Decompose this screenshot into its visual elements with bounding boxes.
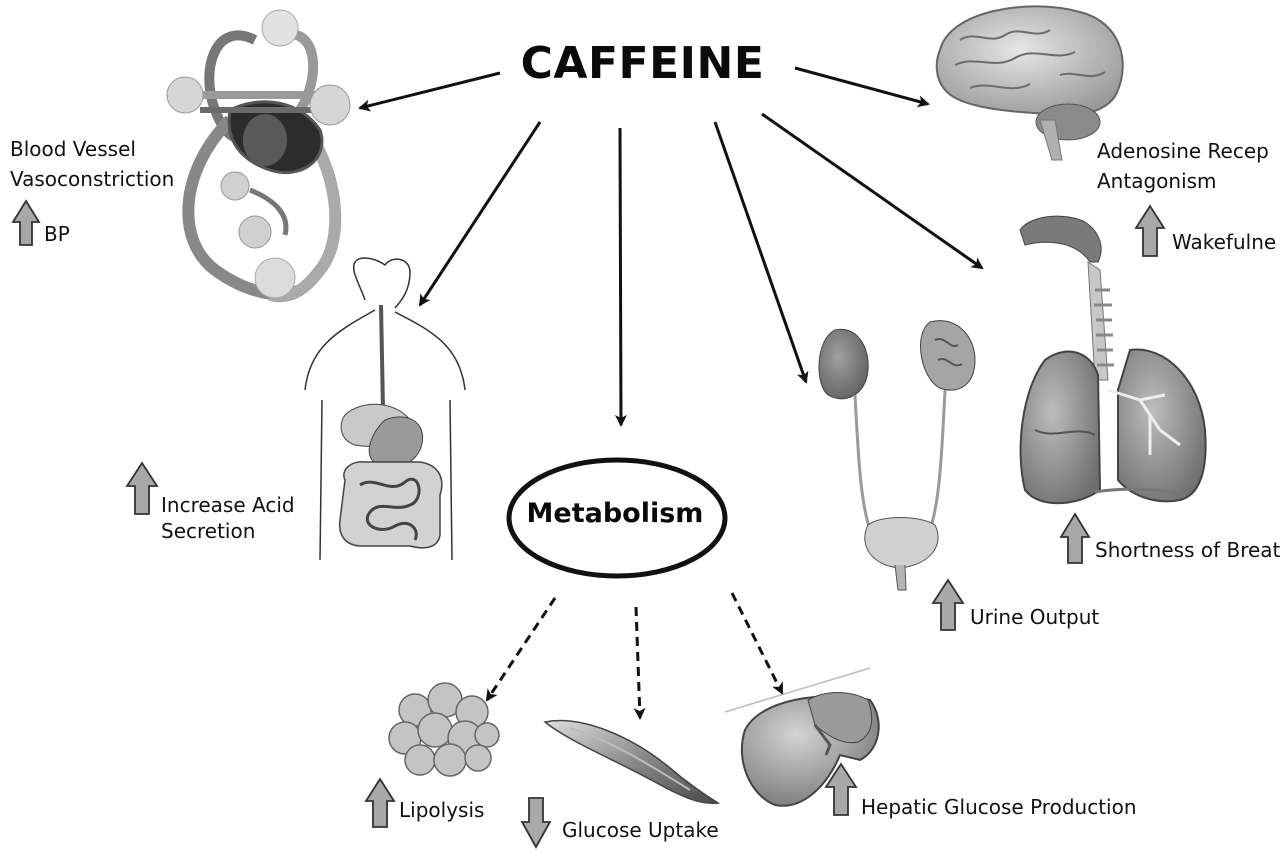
wakefulness-label: Wakefulne: [1172, 230, 1277, 254]
arrow-to-cardio: [358, 71, 501, 112]
hepatic-label: Hepatic Glucose Production: [861, 795, 1137, 819]
circulatory-system-icon: [166, 9, 351, 303]
arrow-to-metabolism: [614, 127, 627, 427]
bp-up-arrow-icon: [11, 199, 41, 246]
cardio-label-line1: Blood Vessel: [10, 137, 136, 161]
arrow-to-brain: [794, 66, 930, 108]
digestive-system-icon: [304, 257, 466, 561]
dashed-arrow-to-liver: [730, 592, 784, 695]
liver-icon: [724, 667, 880, 807]
dashed-arrow-to-muscle: [633, 606, 646, 720]
urine-label: Urine Output: [970, 605, 1100, 629]
bp-label: BP: [44, 222, 70, 246]
brain-label-line1: Adenosine Recep: [1097, 139, 1269, 163]
brain-label-line2: Antagonism: [1097, 169, 1217, 193]
glucose-uptake-down-arrow-icon: [520, 797, 552, 849]
arrow-to-gi: [418, 121, 542, 307]
breath-label: Shortness of Breat: [1095, 538, 1280, 562]
breath-up-arrow-icon: [1059, 512, 1091, 564]
dashed-arrow-to-fat: [485, 597, 557, 702]
cardio-label-line2: Vasoconstriction: [10, 167, 175, 191]
brain-icon: [935, 5, 1124, 161]
arrow-to-kidney: [713, 121, 809, 384]
hepatic-up-arrow-icon: [824, 762, 858, 816]
kidney-icon: [818, 320, 976, 591]
fat-cells-icon: [388, 682, 500, 777]
acid-up-arrow-icon: [125, 461, 159, 515]
urine-up-arrow-icon: [931, 578, 965, 631]
lungs-icon: [1019, 215, 1207, 505]
acid-label-line2: Secretion: [161, 519, 256, 543]
muscle-icon: [543, 719, 721, 805]
arrow-to-lungs: [761, 112, 984, 270]
lipolysis-up-arrow-icon: [364, 777, 396, 828]
caffeine-title: CAFFEINE: [520, 38, 765, 89]
acid-label-line1: Increase Acid: [161, 493, 295, 517]
wakefulness-up-arrow-icon: [1134, 204, 1166, 257]
metabolism-node: [506, 457, 728, 579]
metabolism-label: Metabolism: [526, 498, 704, 529]
glucose-uptake-label: Glucose Uptake: [562, 818, 719, 842]
lipolysis-label: Lipolysis: [399, 798, 485, 822]
